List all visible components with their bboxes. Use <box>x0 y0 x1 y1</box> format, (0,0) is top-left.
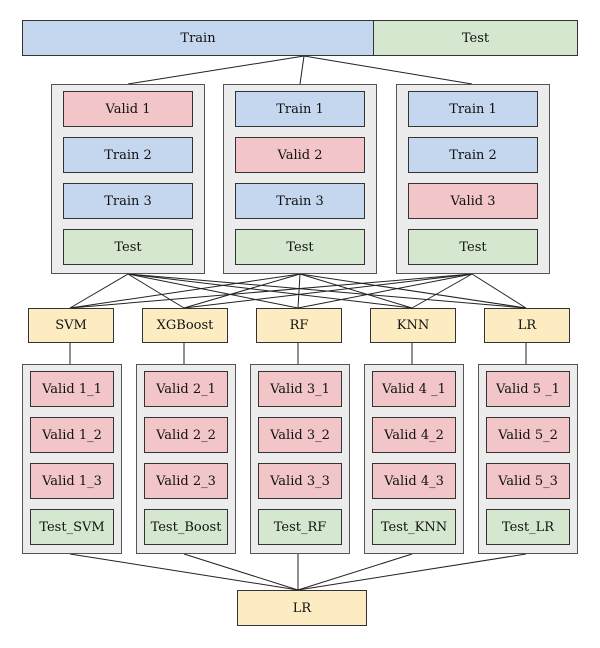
output-xgboost-valid-1: Valid 2_1 <box>144 371 228 407</box>
connector-line <box>297 553 527 591</box>
output-svm-test: Test_SVM <box>30 509 114 545</box>
model-lr: LR <box>484 308 570 343</box>
fold-3-item-1: Train 1 <box>408 91 538 127</box>
connector-line <box>183 273 473 309</box>
fold-2-item-4: Test <box>235 229 365 265</box>
fold-1-item-3: Train 3 <box>63 183 193 219</box>
model-svm: SVM <box>28 308 114 343</box>
train-split: Train <box>22 20 374 56</box>
fold-2-item-1: Train 1 <box>235 91 365 127</box>
meta-model-lr: LR <box>237 590 367 626</box>
connector-line <box>127 273 185 309</box>
model-knn: KNN <box>370 308 456 343</box>
connector-line <box>297 553 413 591</box>
connector-line <box>127 55 305 85</box>
output-xgboost-valid-2: Valid 2_2 <box>144 417 228 453</box>
output-knn-test: Test_KNN <box>372 509 456 545</box>
connector-line <box>303 55 473 85</box>
output-svm-valid-2: Valid 1_2 <box>30 417 114 453</box>
fold-1-item-2: Train 2 <box>63 137 193 173</box>
output-lr-test: Test_LR <box>486 509 570 545</box>
output-lr-valid-1: Valid 5 _1 <box>486 371 570 407</box>
connector-line <box>471 273 527 309</box>
fold-1-item-4: Test <box>63 229 193 265</box>
output-rf-valid-1: Valid 3_1 <box>258 371 342 407</box>
fold-3-item-3: Valid 3 <box>408 183 538 219</box>
connector-line <box>69 553 299 591</box>
fold-2-item-3: Train 3 <box>235 183 365 219</box>
connector-line <box>69 273 473 309</box>
fold-1-item-1: Valid 1 <box>63 91 193 127</box>
fold-2-item-2: Valid 2 <box>235 137 365 173</box>
connector-line <box>299 55 305 85</box>
connector-line <box>127 273 299 309</box>
fold-3-item-4: Test <box>408 229 538 265</box>
connector-line <box>411 273 473 309</box>
connector-line <box>183 553 299 591</box>
connector-line <box>297 273 301 309</box>
connector-line <box>299 273 413 309</box>
output-knn-valid-2: Valid 4_2 <box>372 417 456 453</box>
output-knn-valid-1: Valid 4 _1 <box>372 371 456 407</box>
output-lr-valid-3: Valid 5_3 <box>486 463 570 499</box>
output-knn-valid-3: Valid 4_3 <box>372 463 456 499</box>
fold-3-item-2: Train 2 <box>408 137 538 173</box>
model-xgboost: XGBoost <box>142 308 228 343</box>
output-rf-valid-3: Valid 3_3 <box>258 463 342 499</box>
test-split: Test <box>373 20 578 56</box>
output-svm-valid-3: Valid 1_3 <box>30 463 114 499</box>
connector-line <box>183 273 301 309</box>
output-rf-valid-2: Valid 3_2 <box>258 417 342 453</box>
output-rf-test: Test_RF <box>258 509 342 545</box>
model-rf: RF <box>256 308 342 343</box>
output-lr-valid-2: Valid 5_2 <box>486 417 570 453</box>
output-xgboost-test: Test_Boost <box>144 509 228 545</box>
connector-line <box>69 273 301 309</box>
connector-line <box>69 273 129 309</box>
output-xgboost-valid-3: Valid 2_3 <box>144 463 228 499</box>
connector-line <box>297 273 473 309</box>
connector-line <box>299 273 527 309</box>
output-svm-valid-1: Valid 1_1 <box>30 371 114 407</box>
